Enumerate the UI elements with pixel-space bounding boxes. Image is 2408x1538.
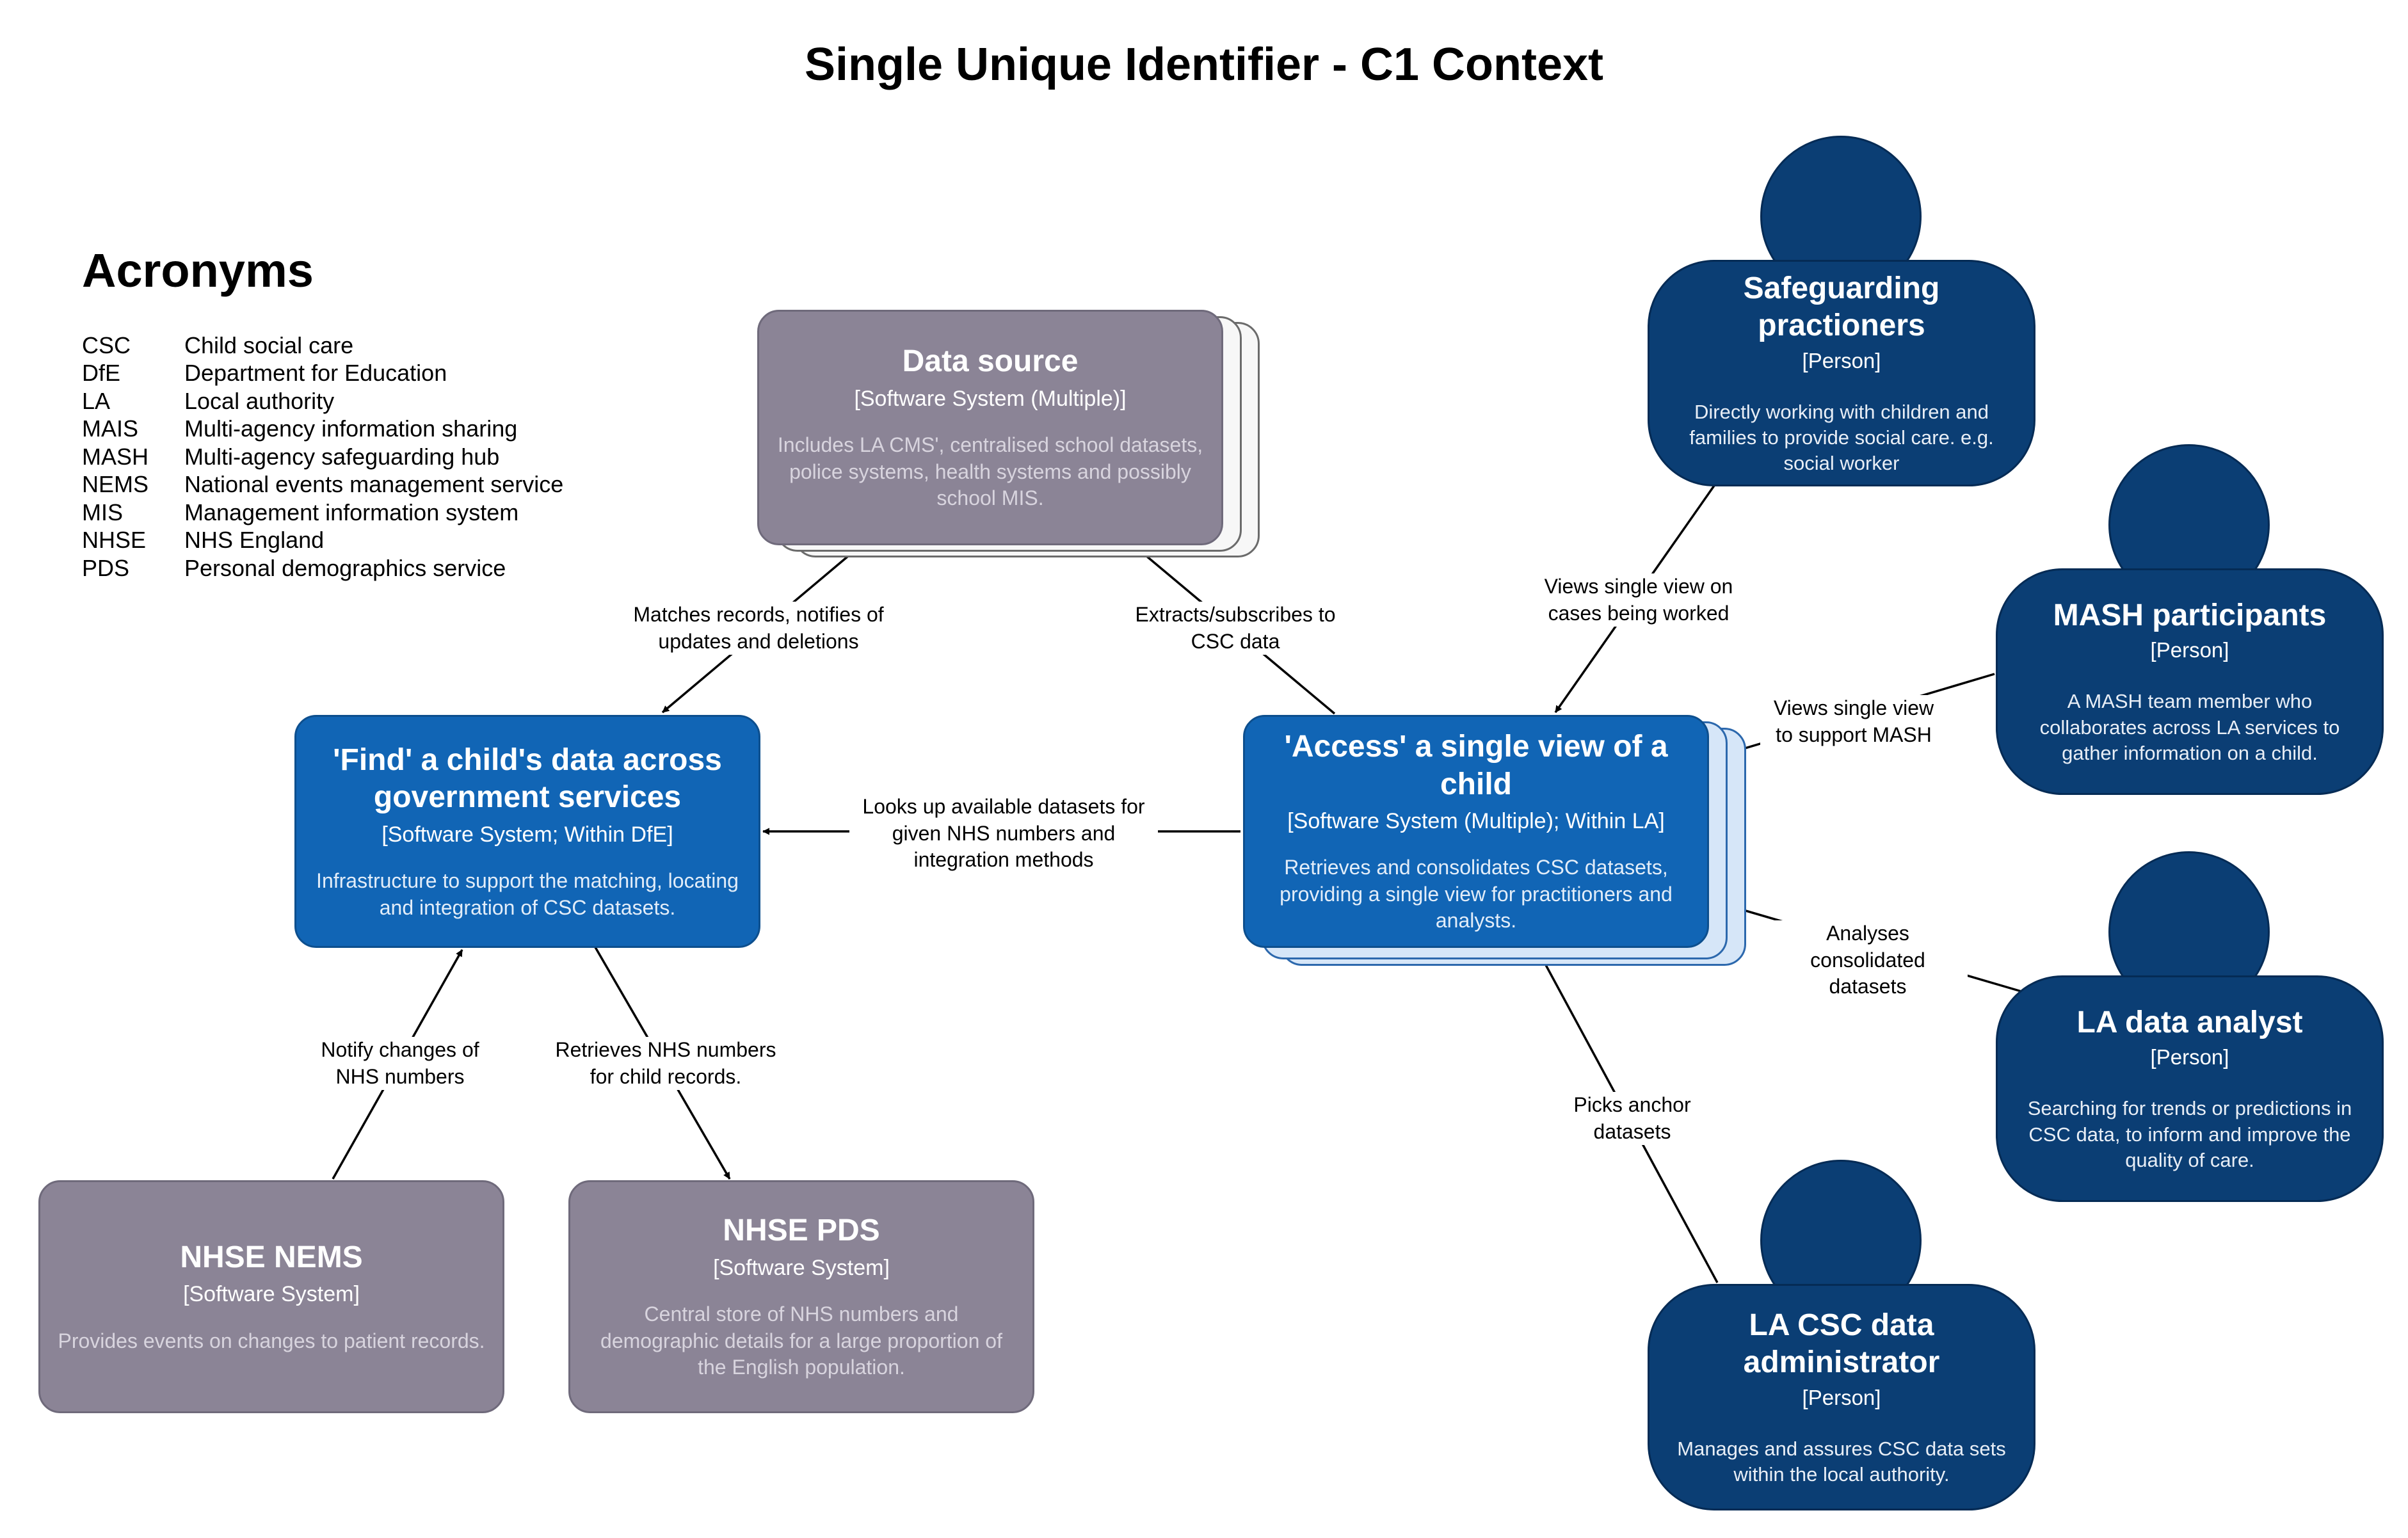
acronym-abbr: LA [82,387,111,414]
nems-name: NHSE NEMS [180,1240,363,1274]
pds-name: NHSE PDS [723,1214,880,1248]
data-source-description: Includes LA CMS', centralised school dat… [777,433,1203,510]
nems-description: Provides events on changes to patient re… [58,1329,485,1352]
edge-label-retrieves-nhs: Retrieves NHS numbers for child records. [540,1037,791,1091]
person-card: Safeguarding practioners [Person] Direct… [1648,260,2035,486]
data-source-name: Data source [902,344,1079,379]
edge-label-notify-changes: Notify changes of NHS numbers [310,1037,490,1091]
edge-label-views-mash: Views single view to support MASH [1760,695,1947,749]
person-name: LA CSC data administrator [1743,1308,1940,1380]
person-name: MASH participants [2053,598,2327,632]
data-source-system[interactable]: Data source [Software System (Multiple)]… [757,310,1223,545]
person-type: [Person] [2150,638,2229,662]
access-system-name: 'Access' a single view of a child [1284,729,1668,801]
acronym-row: MIS Management information system [82,499,632,527]
nhse-nems-system[interactable]: NHSE NEMS [Software System] Provides eve… [38,1180,504,1413]
person-la-data-analyst[interactable]: LA data analyst [Person] Searching for t… [1996,851,2384,1202]
acronym-abbr: MASH [82,443,149,470]
acronym-definition: Local authority [184,387,335,414]
acronyms-list: CSC Child social care DfE Department for E… [82,332,632,582]
person-name: LA data analyst [2076,1005,2303,1039]
pds-type: [Software System] [713,1255,890,1280]
page-title: Single Unique Identifier - C1 Context [804,39,1604,90]
person-description: Directly working with children and famil… [1689,400,1994,475]
edge-label-views-cases: Views single view on cases being worked [1513,573,1764,627]
access-system[interactable]: 'Access' a single view of a child [Softw… [1243,715,1709,948]
acronym-abbr: NEMS [82,471,149,498]
acronym-abbr: CSC [82,332,131,358]
acronym-definition: Department for Education [184,360,447,387]
find-system[interactable]: 'Find' a child's data across government … [294,715,760,948]
acronym-row: NEMS National events management service [82,471,632,499]
edge-label-looks-up-datasets: Looks up available datasets for given NH… [849,794,1158,874]
find-system-type: [Software System; Within DfE] [381,822,673,847]
find-system-description: Infrastructure to support the matching, … [316,869,739,919]
acronym-abbr: MAIS [82,415,139,442]
person-la-csc-data-administrator[interactable]: LA CSC data administrator [Person] Manag… [1648,1160,2035,1510]
pds-description: Central store of NHS numbers and demogra… [600,1302,1002,1379]
acronym-definition: Multi-agency information sharing [184,415,518,442]
nems-type: [Software System] [183,1282,360,1307]
person-description: Manages and assures CSC data sets within… [1677,1437,2006,1486]
acronyms-heading: Acronyms [82,244,314,297]
acronym-row: CSC Child social care [82,332,632,360]
person-card: MASH participants [Person] A MASH team m… [1996,568,2384,795]
acronym-definition: Personal demographics service [184,554,506,581]
acronym-definition: National events management service [184,471,564,498]
find-system-name: 'Find' a child's data across government … [333,742,722,815]
acronym-definition: Management information system [184,499,519,525]
edge-label-matches-records: Matches records, notifies of updates and… [604,602,913,655]
data-source-type: [Software System (Multiple)] [854,386,1127,411]
acronym-row: NHSE NHS England [82,527,632,555]
person-name: Safeguarding practioners [1743,271,1940,343]
person-description: A MASH team member who collaborates acro… [2039,690,2340,764]
person-safeguarding-practitioners[interactable]: Safeguarding practioners [Person] Direct… [1648,136,2035,486]
acronym-abbr: PDS [82,554,130,581]
acronym-abbr: DfE [82,360,121,387]
person-type: [Person] [1802,348,1881,372]
access-system-type: [Software System (Multiple); Within LA] [1287,809,1665,834]
person-description: Searching for trends or predictions in C… [2027,1097,2352,1171]
person-type: [Person] [2150,1045,2229,1069]
person-type: [Person] [1802,1385,1881,1409]
acronym-row: DfE Department for Education [82,360,632,388]
acronym-definition: Child social care [184,332,354,358]
acronym-row: LA Local authority [82,387,632,415]
acronym-definition: NHS England [184,527,325,554]
acronym-abbr: MIS [82,499,124,525]
person-card: LA data analyst [Person] Searching for t… [1996,975,2384,1202]
acronym-row: MAIS Multi-agency information sharing [82,415,632,444]
acronym-definition: Multi-agency safeguarding hub [184,443,500,470]
acronym-row: MASH Multi-agency safeguarding hub [82,443,632,471]
acronym-abbr: NHSE [82,527,147,554]
access-system-description: Retrieves and consolidates CSC datasets,… [1280,856,1673,933]
acronym-row: PDS Personal demographics service [82,554,632,582]
edge-label-extracts-subscribes: Extracts/subscribes to CSC data [1116,602,1354,655]
person-card: LA CSC data administrator [Person] Manag… [1648,1284,2035,1510]
nhse-pds-system[interactable]: NHSE PDS [Software System] Central store… [568,1180,1034,1413]
edge-label-analyses: Analyses consolidated datasets [1768,920,1968,1000]
edge-label-picks-anchor: Picks anchor datasets [1558,1092,1706,1146]
person-mash-participants[interactable]: MASH participants [Person] A MASH team m… [1996,444,2384,795]
